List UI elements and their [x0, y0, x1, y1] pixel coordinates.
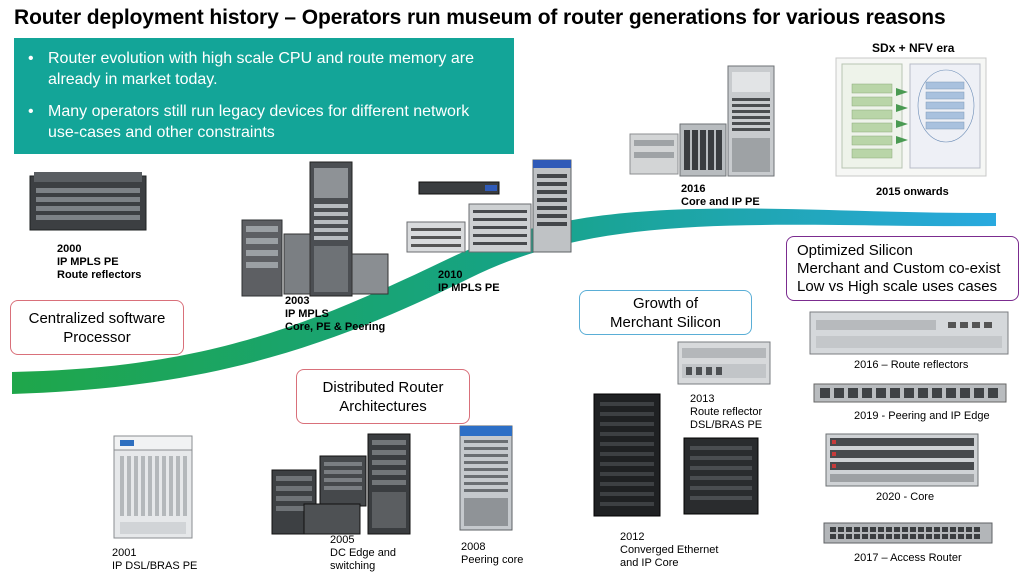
callout-line: Distributed Router: [322, 378, 444, 396]
callout-line: Low vs High scale uses cases: [797, 277, 998, 295]
router-2017-image: [823, 522, 993, 544]
milestone-year: 2000: [57, 243, 82, 255]
optimized-silicon-callout: Optimized Silicon Merchant and Custom co…: [786, 236, 1019, 301]
merchant-silicon-callout: Growth of Merchant Silicon: [579, 290, 752, 335]
callout-line: Processor: [63, 328, 131, 346]
milestone-use: DSL/BRAS PE: [690, 419, 763, 431]
milestone-use: IP MPLS PE: [438, 282, 500, 294]
milestone-year: 2012: [620, 531, 645, 543]
milestone-2008-label: 2008 Peering core: [461, 541, 523, 567]
milestone-use: Core, PE & Peering: [285, 321, 386, 333]
milestone-year: 2016: [681, 183, 706, 195]
summary-box: Router evolution with high scale CPU and…: [14, 38, 514, 154]
callout-line: Growth of: [632, 294, 698, 312]
callout-line: Merchant Silicon: [610, 313, 721, 331]
milestone-year: 2010: [438, 269, 463, 281]
page-title: Router deployment history – Operators ru…: [14, 6, 946, 29]
router-2013-image: [677, 341, 771, 385]
centralized-software-callout: Centralized software Processor: [10, 300, 184, 355]
milestone-2010-label: 2010 IP MPLS PE: [438, 269, 500, 295]
milestone-use: Route reflectors: [57, 269, 142, 281]
router-2012-image: [593, 393, 759, 517]
bullet-item: Many operators still run legacy devices …: [24, 101, 502, 143]
right-caption-2017: 2017 – Access Router: [854, 552, 962, 564]
milestone-year: 2001: [112, 547, 137, 559]
milestone-year: 2003: [285, 295, 310, 307]
distributed-router-callout: Distributed Router Architectures: [296, 369, 470, 424]
milestone-2003-label: 2003 IP MPLS Core, PE & Peering: [285, 295, 385, 334]
right-caption-2016: 2016 – Route reflectors: [854, 359, 969, 371]
milestone-2012-label: 2012 Converged Ethernet and IP Core: [620, 531, 718, 570]
milestone-use: IP MPLS: [285, 308, 329, 320]
milestone-year: 2013: [690, 393, 715, 405]
router-2003-image: [241, 161, 389, 297]
right-caption-2020: 2020 - Core: [876, 491, 935, 503]
milestone-2000-label: 2000 IP MPLS PE Route reflectors: [57, 243, 141, 282]
router-2016-core-image: [629, 65, 775, 177]
milestone-2005-label: 2005 DC Edge and switching: [330, 534, 396, 573]
callout-line: Architectures: [339, 397, 427, 415]
router-2016-route-reflector-image: [809, 311, 1009, 355]
bullet-item: Router evolution with high scale CPU and…: [24, 48, 502, 90]
router-2005-image: [271, 433, 411, 535]
sdx-nfv-diagram: [835, 57, 987, 177]
callout-line: Optimized Silicon: [797, 241, 913, 259]
router-2008-image: [459, 425, 513, 531]
router-2000-image: [29, 172, 147, 231]
milestone-use: Converged Ethernet: [620, 544, 719, 556]
sdx-heading: SDx + NFV era: [872, 41, 955, 55]
router-2010-image: [406, 159, 572, 253]
milestone-use: IP DSL/BRAS PE: [112, 560, 198, 572]
milestone-year: 2008: [461, 541, 486, 553]
milestone-use: Peering core: [461, 554, 524, 566]
milestone-year: 2005: [330, 534, 355, 546]
callout-line: Merchant and Custom co-exist: [797, 259, 1001, 277]
milestone-use: IP MPLS PE: [57, 256, 119, 268]
milestone-2016-label: 2016 Core and IP PE: [681, 183, 760, 209]
router-2019-image: [813, 383, 1007, 403]
callout-line: Centralized software: [28, 309, 166, 327]
milestone-2001-label: 2001 IP DSL/BRAS PE: [112, 547, 197, 573]
router-2020-image: [825, 433, 979, 487]
milestone-use: Core and IP PE: [681, 196, 760, 208]
right-caption-2019: 2019 - Peering and IP Edge: [854, 410, 990, 422]
router-2001-image: [113, 435, 193, 539]
milestone-use: Route reflector: [690, 406, 763, 418]
milestone-use: switching: [330, 560, 376, 572]
milestone-2013-label: 2013 Route reflector DSL/BRAS PE: [690, 393, 762, 432]
sdx-caption: 2015 onwards: [876, 186, 949, 198]
milestone-use: DC Edge and: [330, 547, 397, 559]
milestone-use: and IP Core: [620, 557, 679, 569]
